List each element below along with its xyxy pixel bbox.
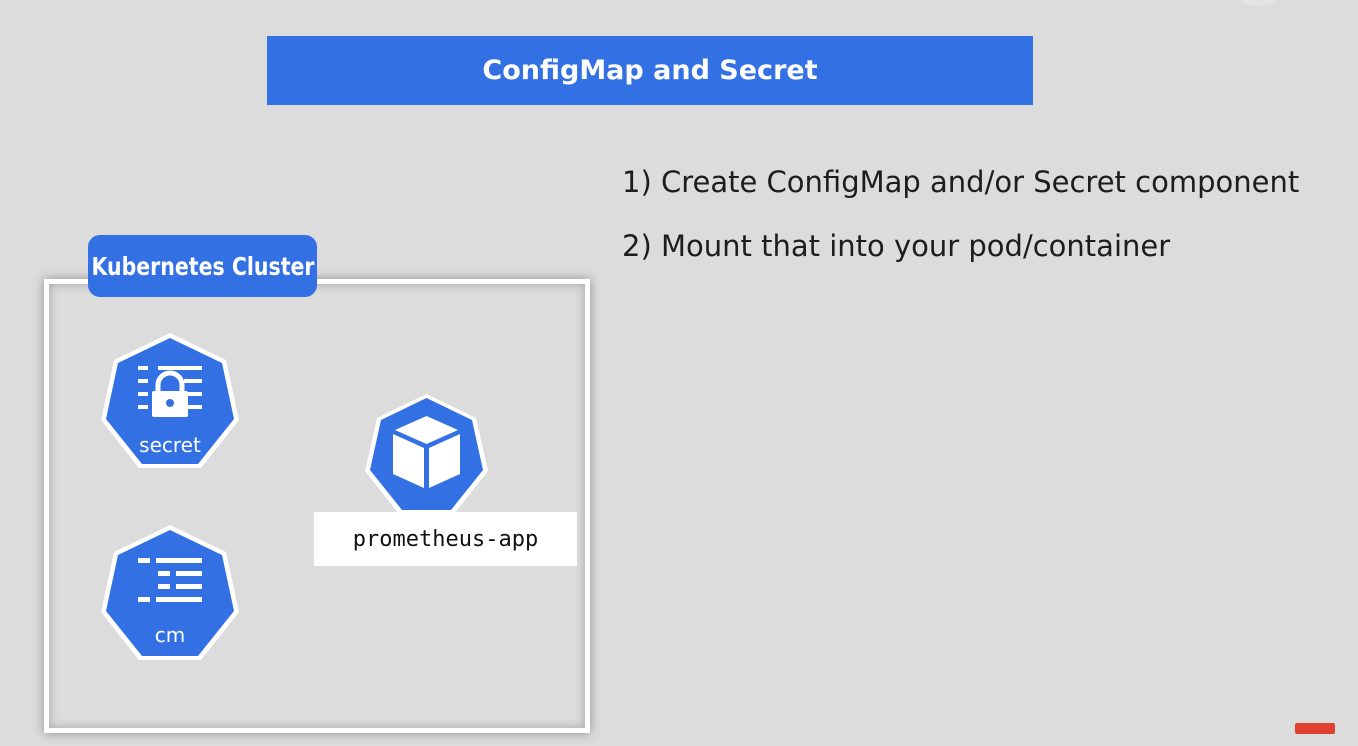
configmap-icon bbox=[101, 525, 239, 660]
corner-decoration bbox=[1236, 0, 1280, 6]
subscribe-badge[interactable] bbox=[1295, 723, 1335, 734]
pod-cube-icon bbox=[365, 394, 488, 514]
page-title: ConfigMap and Secret bbox=[482, 55, 818, 86]
step-2: 2) Mount that into your pod/container bbox=[622, 229, 1171, 263]
cluster-label: Kubernetes Cluster bbox=[88, 235, 317, 297]
step-1: 1) Create ConfigMap and/or Secret compon… bbox=[622, 165, 1300, 199]
configmap-label: cm bbox=[154, 623, 186, 647]
pod-label-text: prometheus-app bbox=[352, 526, 539, 552]
cluster-frame bbox=[44, 279, 590, 733]
steps-list: 1) Create ConfigMap and/or Secret compon… bbox=[622, 160, 1299, 268]
secret-icon bbox=[101, 333, 239, 468]
secret-label: secret bbox=[139, 433, 201, 457]
secret-component: secret bbox=[100, 331, 240, 471]
title-banner: ConfigMap and Secret bbox=[267, 36, 1033, 105]
pod-component bbox=[364, 392, 489, 517]
configmap-component: cm bbox=[100, 523, 240, 663]
cluster-label-text: Kubernetes Cluster bbox=[90, 251, 315, 281]
pod-label: prometheus-app bbox=[314, 512, 577, 566]
